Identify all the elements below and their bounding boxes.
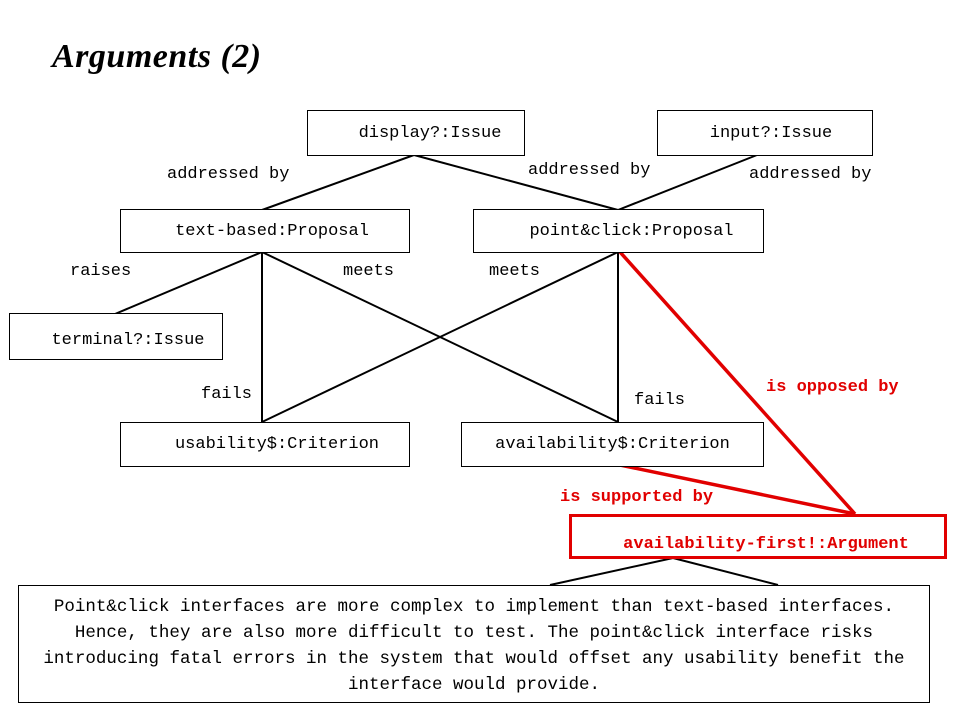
edge-display-textbased <box>261 154 415 211</box>
node-availability-criterion: availability$:Criterion <box>461 422 764 467</box>
edge-argument-note-left <box>549 557 674 586</box>
edge-input-pointclick <box>617 154 758 211</box>
label-is-opposed-by: is opposed by <box>766 378 899 397</box>
edge-pointclick-usability <box>261 251 619 423</box>
label-raises: raises <box>70 262 132 281</box>
edge-textbased-terminal <box>114 251 263 315</box>
node-terminal-issue: terminal?:Issue <box>9 313 223 360</box>
node-point-click-proposal: point&click:Proposal <box>473 209 764 253</box>
label-fails-1: fails <box>201 385 253 404</box>
label-is-supported-by: is supported by <box>560 488 714 507</box>
node-text-based-proposal: text-based:Proposal <box>120 209 410 253</box>
node-usability-criterion: usability$:Criterion <box>120 422 410 467</box>
edge-display-pointclick <box>413 154 619 211</box>
edge-argument-note-right <box>672 557 779 586</box>
argument-description-note: Point&click interfaces are more complex … <box>18 585 930 703</box>
label-meets-2: meets <box>489 262 541 281</box>
edge-supported-by <box>619 463 856 516</box>
node-display-issue: display?:Issue <box>307 110 525 156</box>
label-addressed-by-1: addressed by <box>167 165 290 184</box>
label-addressed-by-3: addressed by <box>749 165 872 184</box>
slide-title: Arguments (2) <box>52 38 262 75</box>
label-addressed-by-2: addressed by <box>528 161 651 180</box>
node-availability-first-argument: availability-first!:Argument <box>569 514 947 559</box>
edge-opposed-by <box>618 250 857 516</box>
label-fails-2: fails <box>634 391 686 410</box>
label-meets-1: meets <box>343 262 395 281</box>
node-input-issue: input?:Issue <box>657 110 873 156</box>
